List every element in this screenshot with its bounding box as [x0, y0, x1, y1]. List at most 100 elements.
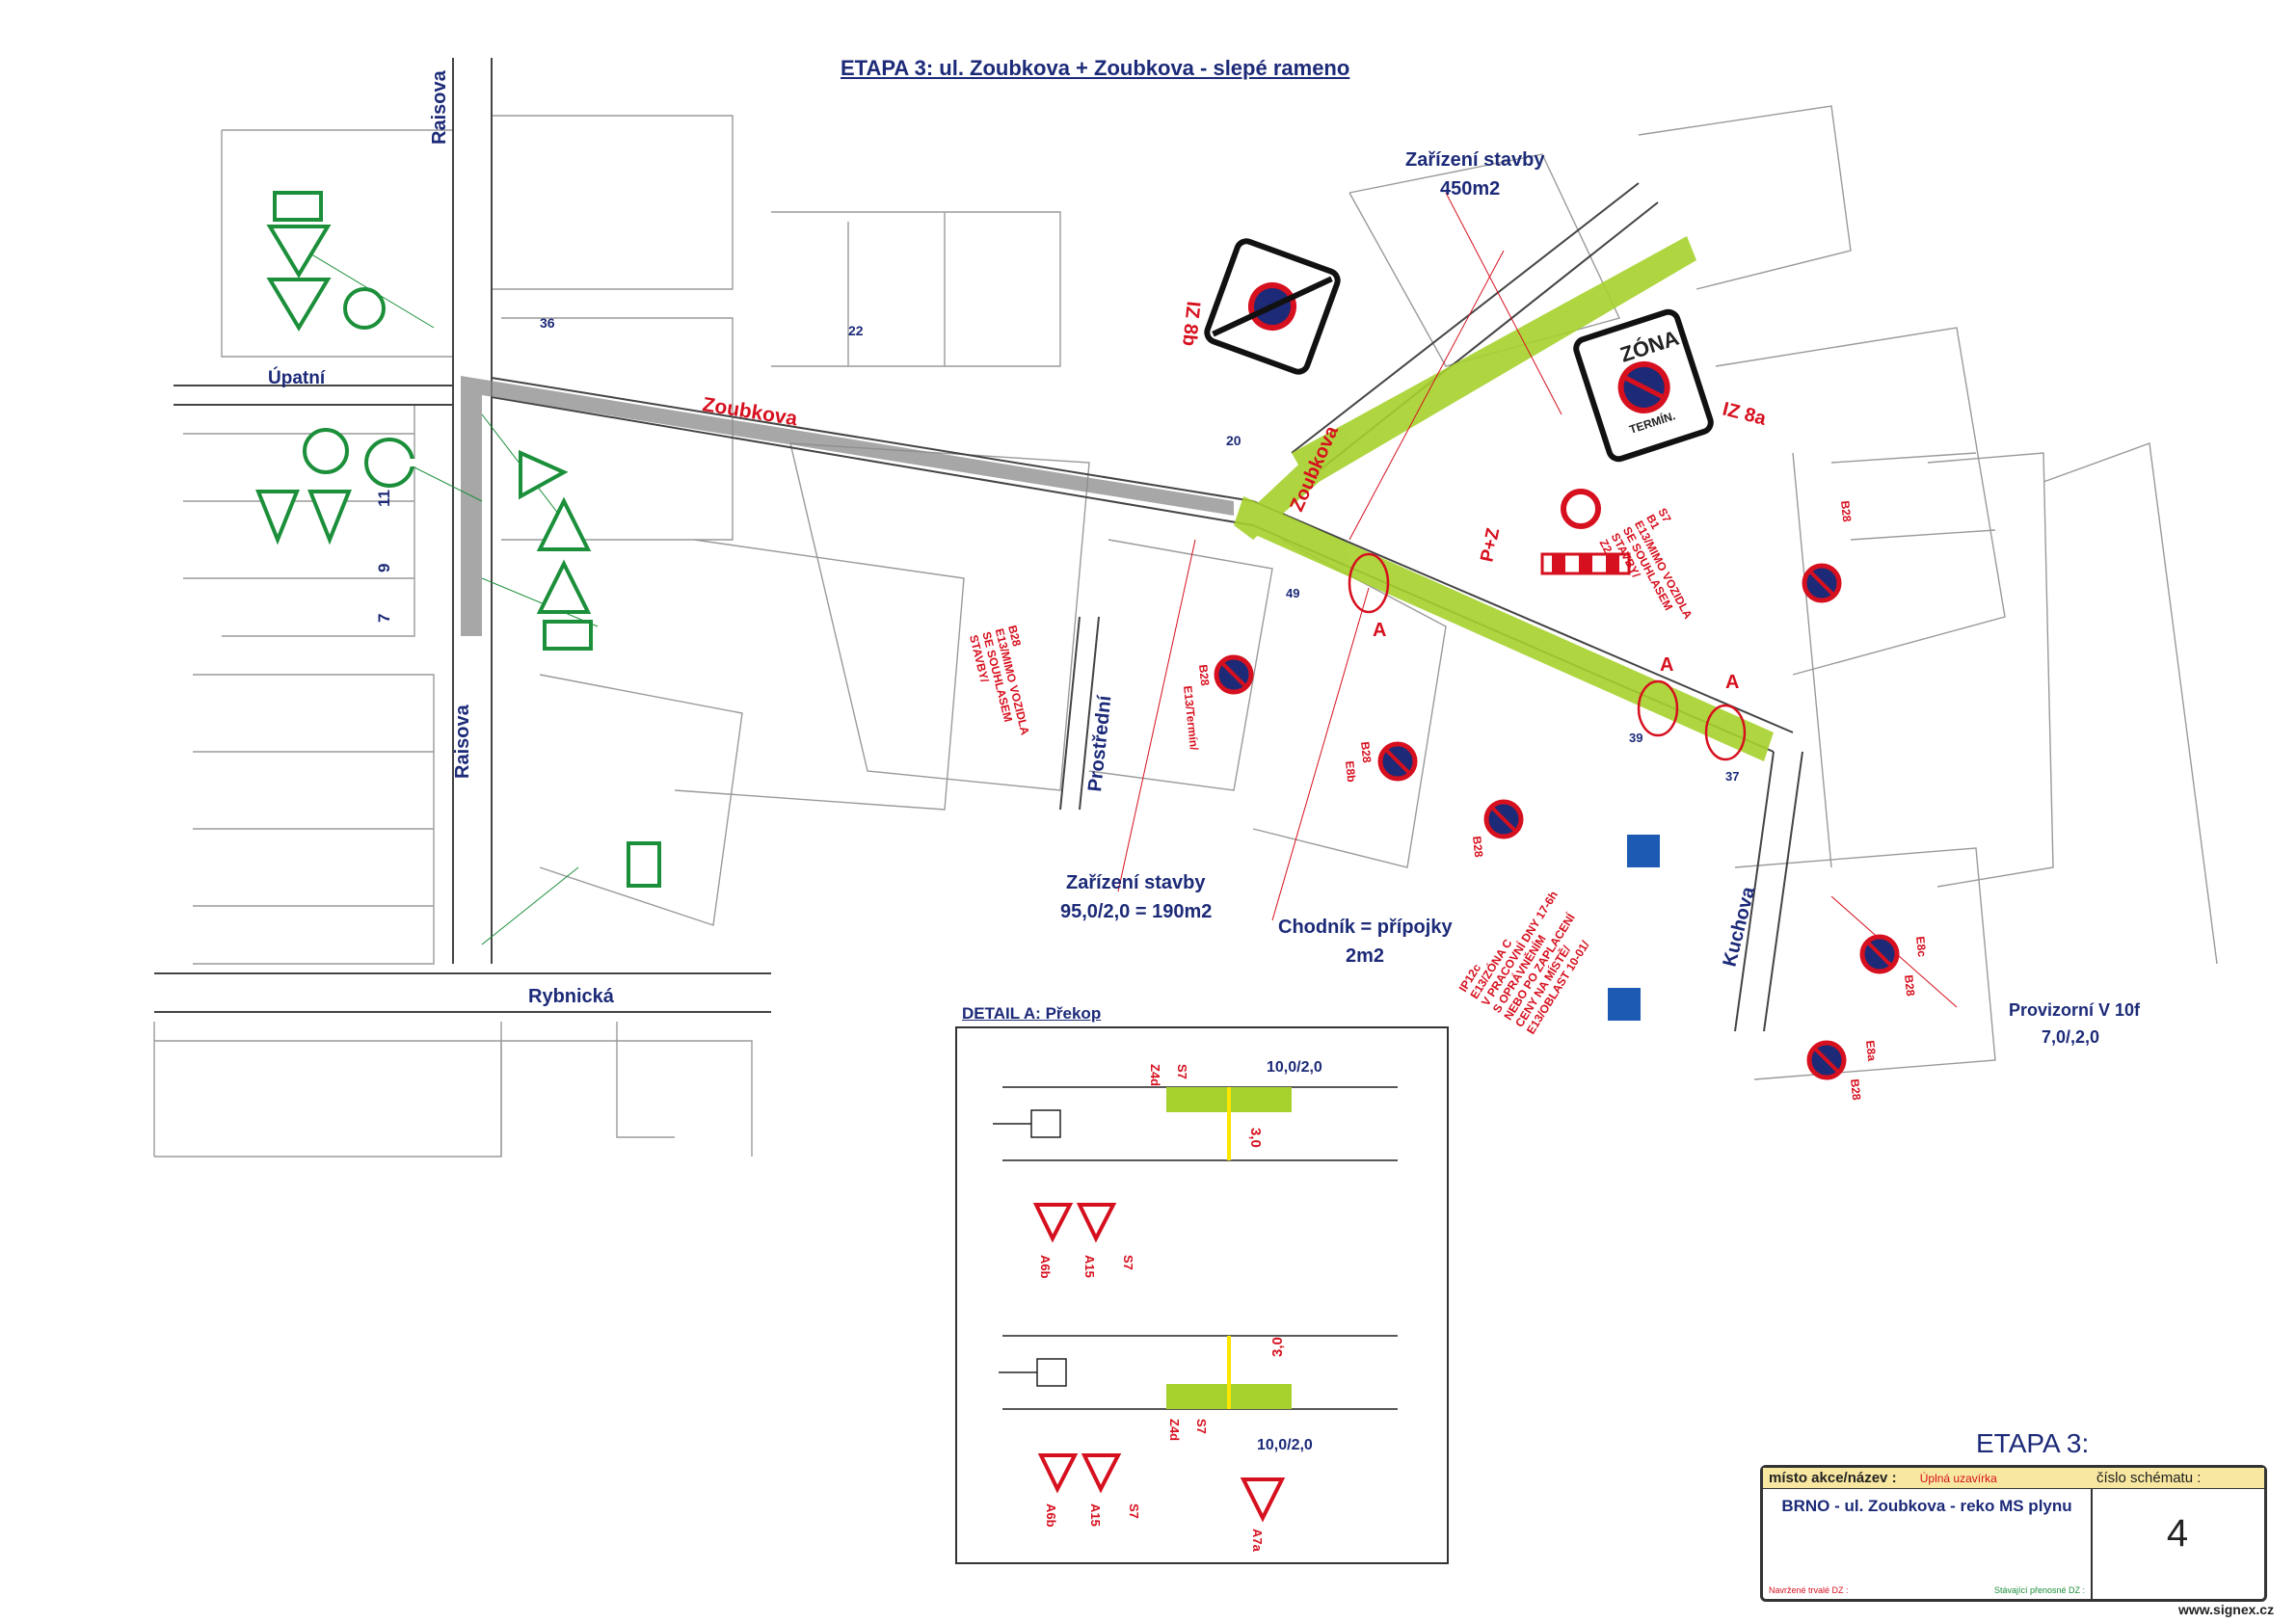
yield-sign-icon: [266, 278, 332, 332]
house-number-11: 11: [375, 490, 393, 507]
website-link[interactable]: www.signex.cz: [2178, 1602, 2275, 1617]
site-area-bottom-value: 95,0/2,0 = 190m2: [1060, 901, 1212, 922]
detail-a6b-1: A6b: [1038, 1255, 1053, 1279]
b28-label-5: B28: [1902, 974, 1917, 998]
detail-s7-2: S7: [1194, 1419, 1209, 1434]
detail-a15-1: A15: [1082, 1255, 1097, 1278]
mandatory-direction-icon: [303, 428, 349, 474]
detail-s7-1: S7: [1175, 1064, 1189, 1079]
pz-label: P+Z: [1477, 526, 1504, 564]
roadworks-sign-icon: [536, 496, 592, 551]
house-number-7: 7: [375, 614, 393, 623]
sign-label-iz8b: IZ 8b: [1178, 300, 1204, 347]
detail-markers: [1348, 552, 1747, 761]
detail-marker-a3: A: [1725, 672, 1739, 693]
warning-sign-icon: [255, 490, 300, 545]
detail-dim-3: 3,0: [1269, 1337, 1286, 1357]
house-number-39: 39: [1629, 731, 1642, 745]
house-number-36: 36: [540, 315, 555, 331]
detail-drawing: [993, 1086, 1398, 1410]
warning-sign-icon: [307, 490, 352, 545]
place-label: místo akce/název :: [1769, 1470, 1897, 1486]
detail-z4d-1: Z4d: [1148, 1064, 1162, 1086]
zone-sign: [1573, 308, 1714, 463]
b28-label-2: B28: [1358, 741, 1374, 764]
detail-a7a: A7a: [1250, 1529, 1265, 1553]
note-e13-left: B28E13/MIMO VOZIDLASE SOUHLASEMSTAVBY/: [967, 624, 1045, 743]
no-entry-bar: [393, 459, 422, 466]
roads: [154, 58, 1803, 1032]
warning-sign-icon: [519, 449, 569, 500]
e13-termin-label: E13/Termín/: [1181, 685, 1201, 752]
detail-dim-2: 3,0: [1247, 1128, 1264, 1148]
yield-sign-icon: [266, 225, 332, 279]
site-area-top-label: Zařízení stavby: [1405, 149, 1545, 171]
detail-a15-2: A15: [1088, 1503, 1103, 1527]
house-number-49: 49: [1286, 586, 1299, 600]
legend-existing: Stávající přenosné DZ :: [1993, 1585, 2085, 1595]
green-signs: [255, 191, 661, 888]
house-number-9: 9: [375, 564, 393, 572]
roundabout-sign-icon: [343, 287, 386, 330]
stage-heading: ETAPA 3:: [1976, 1428, 2090, 1458]
parking-signs: [1608, 835, 1660, 1021]
detail-dim-4: 10,0/2,0: [1257, 1437, 1313, 1453]
note-ip12: IP12cE13/ZÓNA CV PRACOVNÍ DNY 17-6hS OPR…: [1456, 874, 1606, 1036]
b28-label-3: B28: [1470, 836, 1485, 859]
direction-sign-icon: [273, 191, 323, 222]
detail-dim-1: 10,0/2,0: [1267, 1059, 1322, 1076]
closure-type: Úplná uzavírka: [1919, 1472, 1997, 1485]
detail-s7-3: S7: [1121, 1255, 1135, 1270]
detail-z4d-2: Z4d: [1167, 1419, 1182, 1441]
sidewalk-value: 2m2: [1346, 945, 1384, 967]
legend-new: Navržené trvalé DZ :: [1769, 1585, 1849, 1595]
detail-title: DETAIL A: Překop: [962, 1004, 1102, 1023]
title-block-right: číslo schématu : 4: [2091, 1468, 2264, 1599]
green-leaders: [288, 240, 599, 945]
page-title: ETAPA 3: ul. Zoubkova + Zoubkova - slepé…: [841, 56, 1350, 80]
detail-marker-a2: A: [1660, 654, 1673, 676]
legend: Navržené trvalé DZ : Stávající přenosné …: [1769, 1585, 2085, 1595]
sidewalk-label: Chodník = přípojky: [1278, 917, 1453, 938]
closure-zone: [1234, 236, 1774, 761]
project-name: BRNO - ul. Zoubkova - reko MS plynu: [1781, 1497, 2072, 1515]
e8a-label: E8a: [1863, 1040, 1879, 1062]
site-area-top-value: 450m2: [1440, 178, 1500, 200]
provisional-value: 7,0/,2,0: [2042, 1027, 2099, 1047]
leader-lines: [1117, 192, 1958, 1008]
detail-marker-a1: A: [1373, 620, 1386, 641]
sign-label-iz8a: IZ 8a: [1721, 399, 1769, 431]
street-label-raisova-top: Raisova: [429, 69, 450, 145]
detail-warning-signs: [1032, 1203, 1286, 1523]
no-parking-signs: [1214, 563, 1900, 1080]
straight-arrow-sign-icon: [627, 841, 661, 888]
detour-sign-icon: [543, 620, 593, 651]
scheme-label: číslo schématu :: [2091, 1468, 2264, 1489]
street-label-rybnicka: Rybnická: [528, 986, 615, 1007]
provisional-label: Provizorní V 10f: [2009, 1000, 2141, 1020]
site-area-bottom-label: Zařízení stavby: [1066, 872, 1206, 893]
scheme-number: 4: [2166, 1512, 2189, 1555]
street-label-raisova-bottom: Raisova: [452, 704, 473, 779]
lane-narrow-sign-icon: [536, 559, 592, 614]
detail-s7-4: S7: [1127, 1503, 1141, 1519]
detail-a6b-2: A6b: [1044, 1503, 1058, 1528]
house-number-20: 20: [1226, 433, 1241, 448]
b28-label-4: B28: [1838, 500, 1854, 523]
title-block-left: místo akce/název : Úplná uzavírka BRNO -…: [1763, 1468, 2093, 1599]
e8b-label: E8b: [1343, 760, 1358, 783]
closed-street-gray: [461, 376, 1234, 636]
house-number-37: 37: [1725, 769, 1739, 784]
e8c-label: E8c: [1913, 936, 1929, 958]
zone-end-sign: [1204, 238, 1341, 375]
b28-label-1: B28: [1196, 664, 1212, 687]
barrier-sign: [1540, 489, 1631, 575]
place-label-row: místo akce/název : Úplná uzavírka: [1763, 1468, 2091, 1489]
b28-label-6: B28: [1848, 1078, 1863, 1102]
house-number-22: 22: [848, 323, 864, 338]
street-label-kuchova: Kuchova: [1720, 884, 1760, 969]
street-label-upatni: Úpatní: [268, 367, 326, 388]
cadastral-bottom: [153, 1022, 675, 1157]
title-block: místo akce/název : Úplná uzavírka BRNO -…: [1760, 1465, 2267, 1602]
